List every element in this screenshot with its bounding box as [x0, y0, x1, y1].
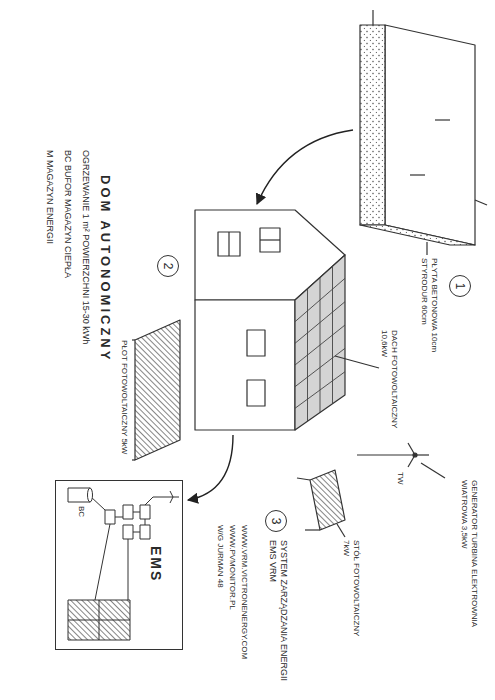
part-label: PŁOT FOTOWOLTAICZNY 5kW: [119, 340, 129, 490]
window: [247, 380, 265, 406]
url-note: WWW.VRM.VICTRONENERGY.COM: [239, 525, 249, 693]
window: [260, 239, 280, 240]
leader-line: [421, 463, 445, 478]
part-label: GENERATOR TURBINA ELEKTROWNIA WIATROWA 3…: [459, 480, 479, 630]
callout-number: 3: [265, 510, 287, 532]
pv-table: [310, 470, 345, 530]
window: [247, 330, 265, 356]
url-note: W/G JURMAN 48: [215, 525, 225, 693]
flow-arrow: [257, 130, 353, 204]
pv-table-leg: [297, 478, 310, 480]
box-title: EMS: [147, 546, 164, 582]
window: [228, 232, 229, 256]
part-label: SYSTEM ZARZĄDZANIA ENERGII EMS VRM: [267, 540, 290, 690]
fence-post: [132, 459, 135, 460]
leader-line: [337, 524, 345, 537]
pv-table-leg: [305, 529, 320, 530]
slab-side: [360, 225, 475, 245]
fence-post: [132, 339, 135, 340]
sheet-title: DOM AUTONOMICZNY: [97, 175, 113, 362]
pv-roof-grid: [295, 266, 345, 421]
pv-fence: [135, 320, 180, 460]
pv-roof: [295, 255, 345, 430]
slab-pipe: [372, 10, 373, 25]
ems-box: EMS: [55, 480, 183, 650]
slab-pipe: [475, 200, 487, 205]
ems-schematic: [68, 488, 179, 640]
note: BC BUFOR MAGAZYN CIEPŁA: [62, 150, 73, 410]
part-label: BC: [76, 506, 86, 528]
slab-mark: [435, 119, 450, 120]
window: [260, 228, 280, 252]
part-label: DACH FOTOWOLTAICZNY 10,6kW: [379, 330, 399, 442]
part-label: STÓŁ FOTOWOLTAICZNY 7kW: [341, 540, 361, 650]
part-label: TW: [395, 472, 405, 502]
window: [218, 232, 240, 256]
part-label: PŁYTA BETONOWA 10cm STYRODUR 60cm: [419, 258, 439, 356]
note: M MAGAZYN ENERGII: [44, 150, 55, 410]
url-note: WWW.PVMONITOR.PL: [227, 525, 237, 693]
callout-number: 2: [157, 255, 179, 277]
house-side-wall: [195, 300, 295, 430]
slab-insulation: [360, 25, 385, 225]
leader-line: [335, 356, 379, 368]
flow-arrow: [188, 435, 233, 500]
callout-number: 1: [449, 275, 471, 297]
leader-line: [426, 242, 427, 255]
slab-mark: [410, 174, 425, 175]
note: OGRZEWANIE 1 m² POWIERZCHNI 15-30 kWh: [80, 150, 91, 450]
slab-top: [385, 25, 475, 245]
wind-turbine: [357, 443, 429, 467]
